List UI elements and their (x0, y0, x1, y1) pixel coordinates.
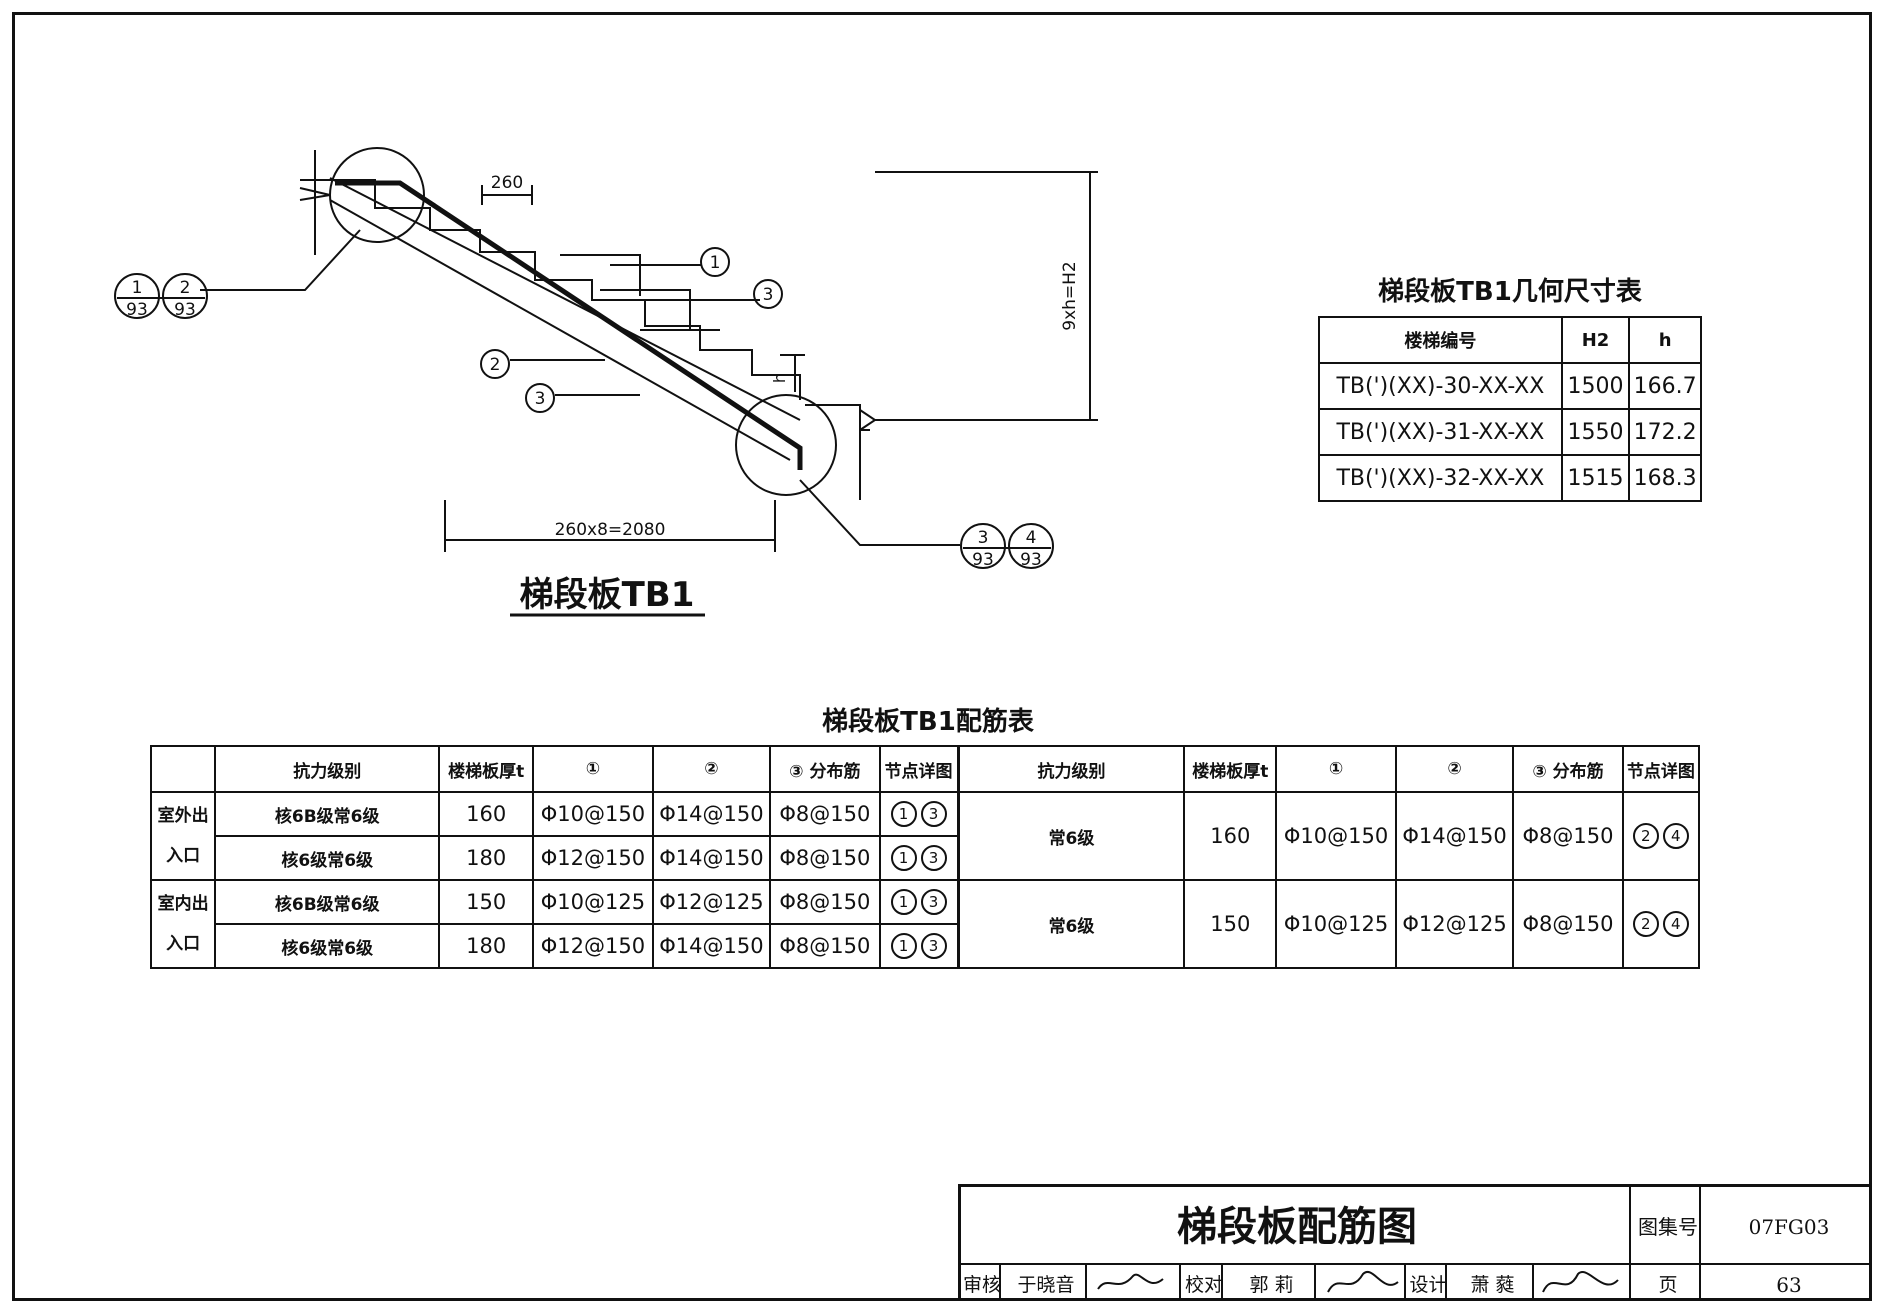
ref-num-1: 1 (132, 278, 143, 298)
detail-circle-bottom (735, 394, 837, 496)
drawing-title: 梯段板TB1 (520, 575, 695, 615)
callout-3a: 3 (763, 285, 774, 305)
review-label: 审核 (962, 1274, 1001, 1296)
rebar-table: 抗力级别 楼梯板厚t ① ② ③ 分布筋 节点详图 抗力级别 楼梯板厚t ① ②… (149, 745, 1701, 969)
title-block: 梯段板配筋图 图集号 07FG03 审核 于晓音 校对 郭 莉 设计 萧 蕤 页… (958, 1184, 1872, 1301)
loc-outdoor: 室外出入口 (149, 791, 217, 881)
check-label: 校对 (1184, 1274, 1223, 1296)
loc-indoor: 室内出入口 (149, 879, 217, 969)
dim-step-label: 260 (491, 173, 523, 193)
geometry-table: 楼梯编号 H2 h TB(')(XX)-30-XX-XX 1500 166.7 … (1318, 316, 1702, 502)
atlas-number: 07FG03 (1748, 1215, 1830, 1239)
reviewer-name: 于晓音 (1017, 1274, 1075, 1296)
detail-circle-top (329, 147, 425, 243)
dim-run-label: 260x8=2080 (555, 520, 666, 540)
ref-sheet-1: 93 (126, 300, 148, 320)
ref-num-4: 4 (1026, 528, 1037, 548)
rebar-table-title: 梯段板TB1配筋表 (822, 706, 1035, 737)
table-row: 室外出入口 核6B级常6级 160 Φ10@150 Φ14@150 Φ8@150… (149, 791, 1701, 881)
stair-steps (310, 179, 801, 400)
dim-rise-label: 9xh=H2 (1060, 261, 1080, 331)
atlas-label: 图集号 (1638, 1215, 1698, 1239)
callout-2: 2 (490, 355, 501, 375)
checker-name: 郭 莉 (1249, 1274, 1294, 1296)
design-label: 设计 (1409, 1274, 1448, 1296)
dim-h-label: h (770, 373, 789, 383)
designer-name: 萧 蕤 (1470, 1274, 1515, 1296)
table-row: TB(')(XX)-31-XX-XX 1550 172.2 (1318, 408, 1702, 456)
ref-sheet-2: 93 (174, 300, 196, 320)
table-row: TB(')(XX)-32-XX-XX 1515 168.3 (1318, 454, 1702, 502)
callout-3b: 3 (535, 389, 546, 409)
page-number: 63 (1776, 1273, 1802, 1297)
rebar-main (335, 180, 803, 470)
table-row: 室内出入口 核6B级常6级 150 Φ10@125 Φ12@125 Φ8@150… (149, 879, 1701, 969)
table-row: TB(')(XX)-30-XX-XX 1500 166.7 (1318, 362, 1702, 410)
dim-rise (875, 171, 1098, 421)
page-label: 页 (1658, 1274, 1678, 1296)
geometry-table-title: 梯段板TB1几何尺寸表 (1378, 276, 1643, 307)
dim-step (481, 185, 533, 205)
ref-sheet-4: 93 (1020, 550, 1042, 570)
drawing-title-block: 梯段板配筋图 (1177, 1203, 1417, 1250)
callout-1: 1 (710, 253, 721, 273)
slab-top (329, 177, 801, 421)
geom-header-no: 楼梯编号 (1318, 316, 1563, 364)
slab-bottom (329, 199, 791, 461)
ref-sheet-3: 93 (972, 550, 994, 570)
signature-marks (1097, 1271, 1619, 1293)
dim-run (444, 500, 776, 552)
geom-header-h: h (1628, 316, 1702, 364)
drawing-frame (12, 12, 1872, 1301)
ref-num-3: 3 (978, 528, 989, 548)
ref-num-2: 2 (180, 278, 191, 298)
geom-header-h2: H2 (1560, 316, 1631, 364)
